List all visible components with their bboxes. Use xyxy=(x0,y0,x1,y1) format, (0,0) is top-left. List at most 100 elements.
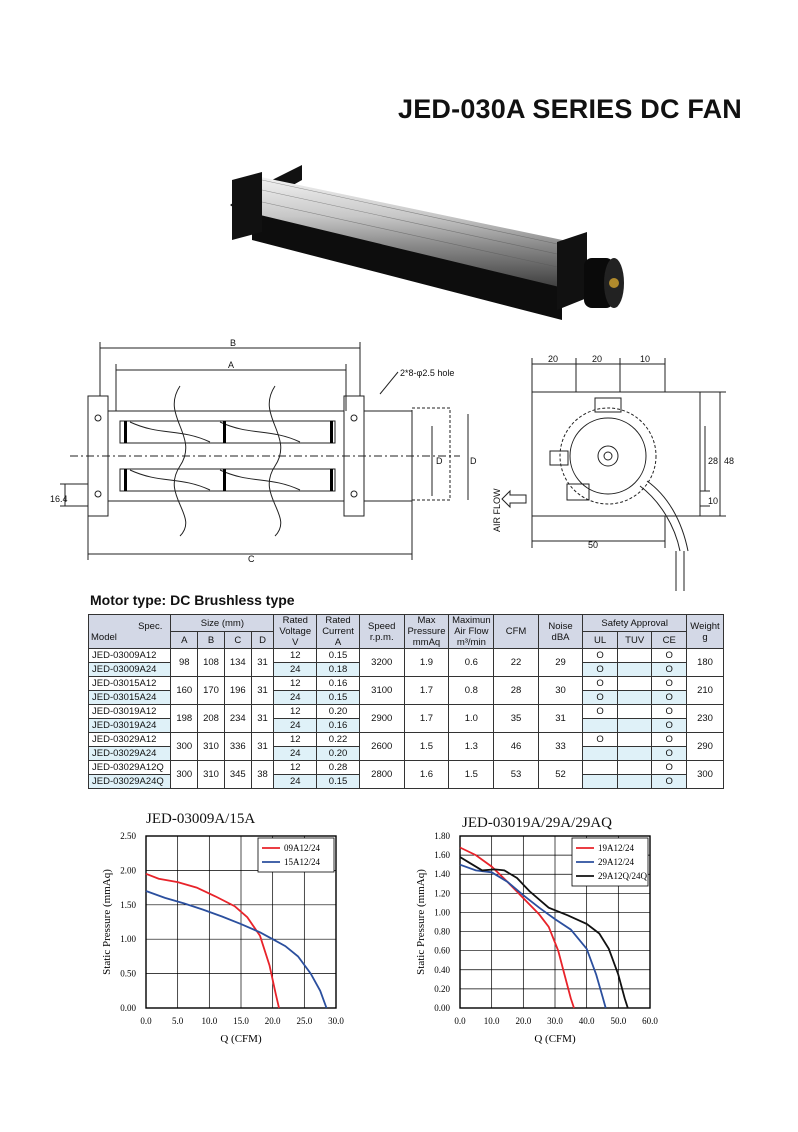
size-b-cell: 208 xyxy=(197,704,225,733)
chart1-title: JED-03009A/15A xyxy=(146,811,256,827)
dim-c-label: C xyxy=(248,554,255,564)
header-spec: Spec. xyxy=(138,620,163,632)
header-b: B xyxy=(197,631,225,649)
dim-10b-label: 10 xyxy=(708,496,718,506)
x-tick-label: 0.0 xyxy=(140,1016,152,1026)
dim-20a-label: 20 xyxy=(548,354,558,364)
y-tick-label: 2.50 xyxy=(120,831,136,841)
header-d: D xyxy=(250,631,275,649)
weight-cell: 290 xyxy=(686,732,724,761)
current-cell: 0.20 xyxy=(316,746,360,761)
noise-cell: 52 xyxy=(537,760,584,789)
dim-48-label: 48 xyxy=(724,456,734,466)
size-d-cell: 31 xyxy=(250,732,275,761)
header-size: Size (mm) xyxy=(170,614,275,632)
voltage-cell: 24 xyxy=(273,690,318,705)
size-c-cell: 345 xyxy=(223,760,252,789)
tuv-cell xyxy=(616,774,653,789)
dim-20b-label: 20 xyxy=(592,354,602,364)
header-spec-model: Spec. Model xyxy=(87,614,172,649)
speed-cell: 3200 xyxy=(358,648,405,677)
ce-cell: O xyxy=(651,648,688,663)
ce-cell: O xyxy=(651,718,688,733)
tuv-cell xyxy=(616,718,653,733)
ul-cell xyxy=(582,718,618,733)
current-cell: 0.15 xyxy=(316,774,360,789)
pressure-cell: 1.6 xyxy=(403,760,450,789)
airflow-cell: 1.5 xyxy=(448,760,495,789)
speed-cell: 3100 xyxy=(358,676,405,705)
ul-cell xyxy=(582,760,618,775)
y-tick-label: 0.00 xyxy=(434,1003,450,1013)
dim-a-label: A xyxy=(228,360,234,370)
y-tick-label: 0.20 xyxy=(434,984,450,994)
header-cfm: CFM xyxy=(493,614,539,649)
voltage-cell: 12 xyxy=(273,760,318,775)
series-line xyxy=(145,890,328,1009)
noise-cell: 31 xyxy=(537,704,584,733)
model-cell: JED-03015A24 xyxy=(87,690,172,705)
x-tick-label: 15.0 xyxy=(233,1016,249,1026)
model-cell: JED-03009A12 xyxy=(87,648,172,663)
legend-label: 15A12/24 xyxy=(284,857,321,867)
model-cell: JED-03019A24 xyxy=(87,718,172,733)
series-line xyxy=(459,863,607,1009)
x-tick-label: 20.0 xyxy=(515,1016,531,1026)
dimension-drawing: B A C D D 2*8-φ2.5 hole 16.4 20 20 10 28… xyxy=(50,338,734,591)
cfm-cell: 28 xyxy=(493,676,539,705)
motor-type-heading: Motor type: DC Brushless type xyxy=(90,592,295,608)
current-cell: 0.16 xyxy=(316,676,360,691)
ul-cell: O xyxy=(582,662,618,677)
y-tick-label: 1.50 xyxy=(120,900,136,910)
tuv-cell xyxy=(616,732,653,747)
page-title: JED-030A SERIES DC FAN xyxy=(398,94,742,124)
hole-label: 2*8-φ2.5 hole xyxy=(400,368,454,378)
y-tick-label: 1.40 xyxy=(434,869,450,879)
voltage-cell: 12 xyxy=(273,676,318,691)
current-cell: 0.18 xyxy=(316,662,360,677)
ce-cell: O xyxy=(651,662,688,677)
dim-b-label: B xyxy=(230,338,236,348)
ce-cell: O xyxy=(651,732,688,747)
voltage-cell: 12 xyxy=(273,648,318,663)
x-tick-label: 60.0 xyxy=(642,1016,658,1026)
voltage-cell: 24 xyxy=(273,662,318,677)
airflow-cell: 0.6 xyxy=(448,648,495,677)
size-a-cell: 300 xyxy=(170,732,199,761)
series-line xyxy=(145,872,280,1009)
cfm-cell: 46 xyxy=(493,732,539,761)
x-tick-label: 10.0 xyxy=(201,1016,217,1026)
voltage-cell: 24 xyxy=(273,746,318,761)
x-tick-label: 40.0 xyxy=(579,1016,595,1026)
ul-cell: O xyxy=(582,690,618,705)
header-a: A xyxy=(170,631,199,649)
size-a-cell: 98 xyxy=(170,648,199,677)
ce-cell: O xyxy=(651,690,688,705)
plot-frame xyxy=(459,835,651,1009)
current-cell: 0.16 xyxy=(316,718,360,733)
series-line xyxy=(459,846,575,1009)
y-tick-label: 1.80 xyxy=(434,831,450,841)
voltage-cell: 12 xyxy=(273,704,318,719)
tuv-cell xyxy=(616,662,653,677)
dim-10-label: 10 xyxy=(640,354,650,364)
y-tick-label: 0.80 xyxy=(434,927,450,937)
cfm-cell: 53 xyxy=(493,760,539,789)
header-ce: CE xyxy=(651,631,688,649)
header-ul: UL xyxy=(582,631,618,649)
size-c-cell: 196 xyxy=(223,676,252,705)
voltage-cell: 24 xyxy=(273,718,318,733)
weight-cell: 300 xyxy=(686,760,724,789)
tuv-cell xyxy=(616,648,653,663)
legend-box xyxy=(257,837,335,873)
legend-label: 09A12/24 xyxy=(284,843,321,853)
